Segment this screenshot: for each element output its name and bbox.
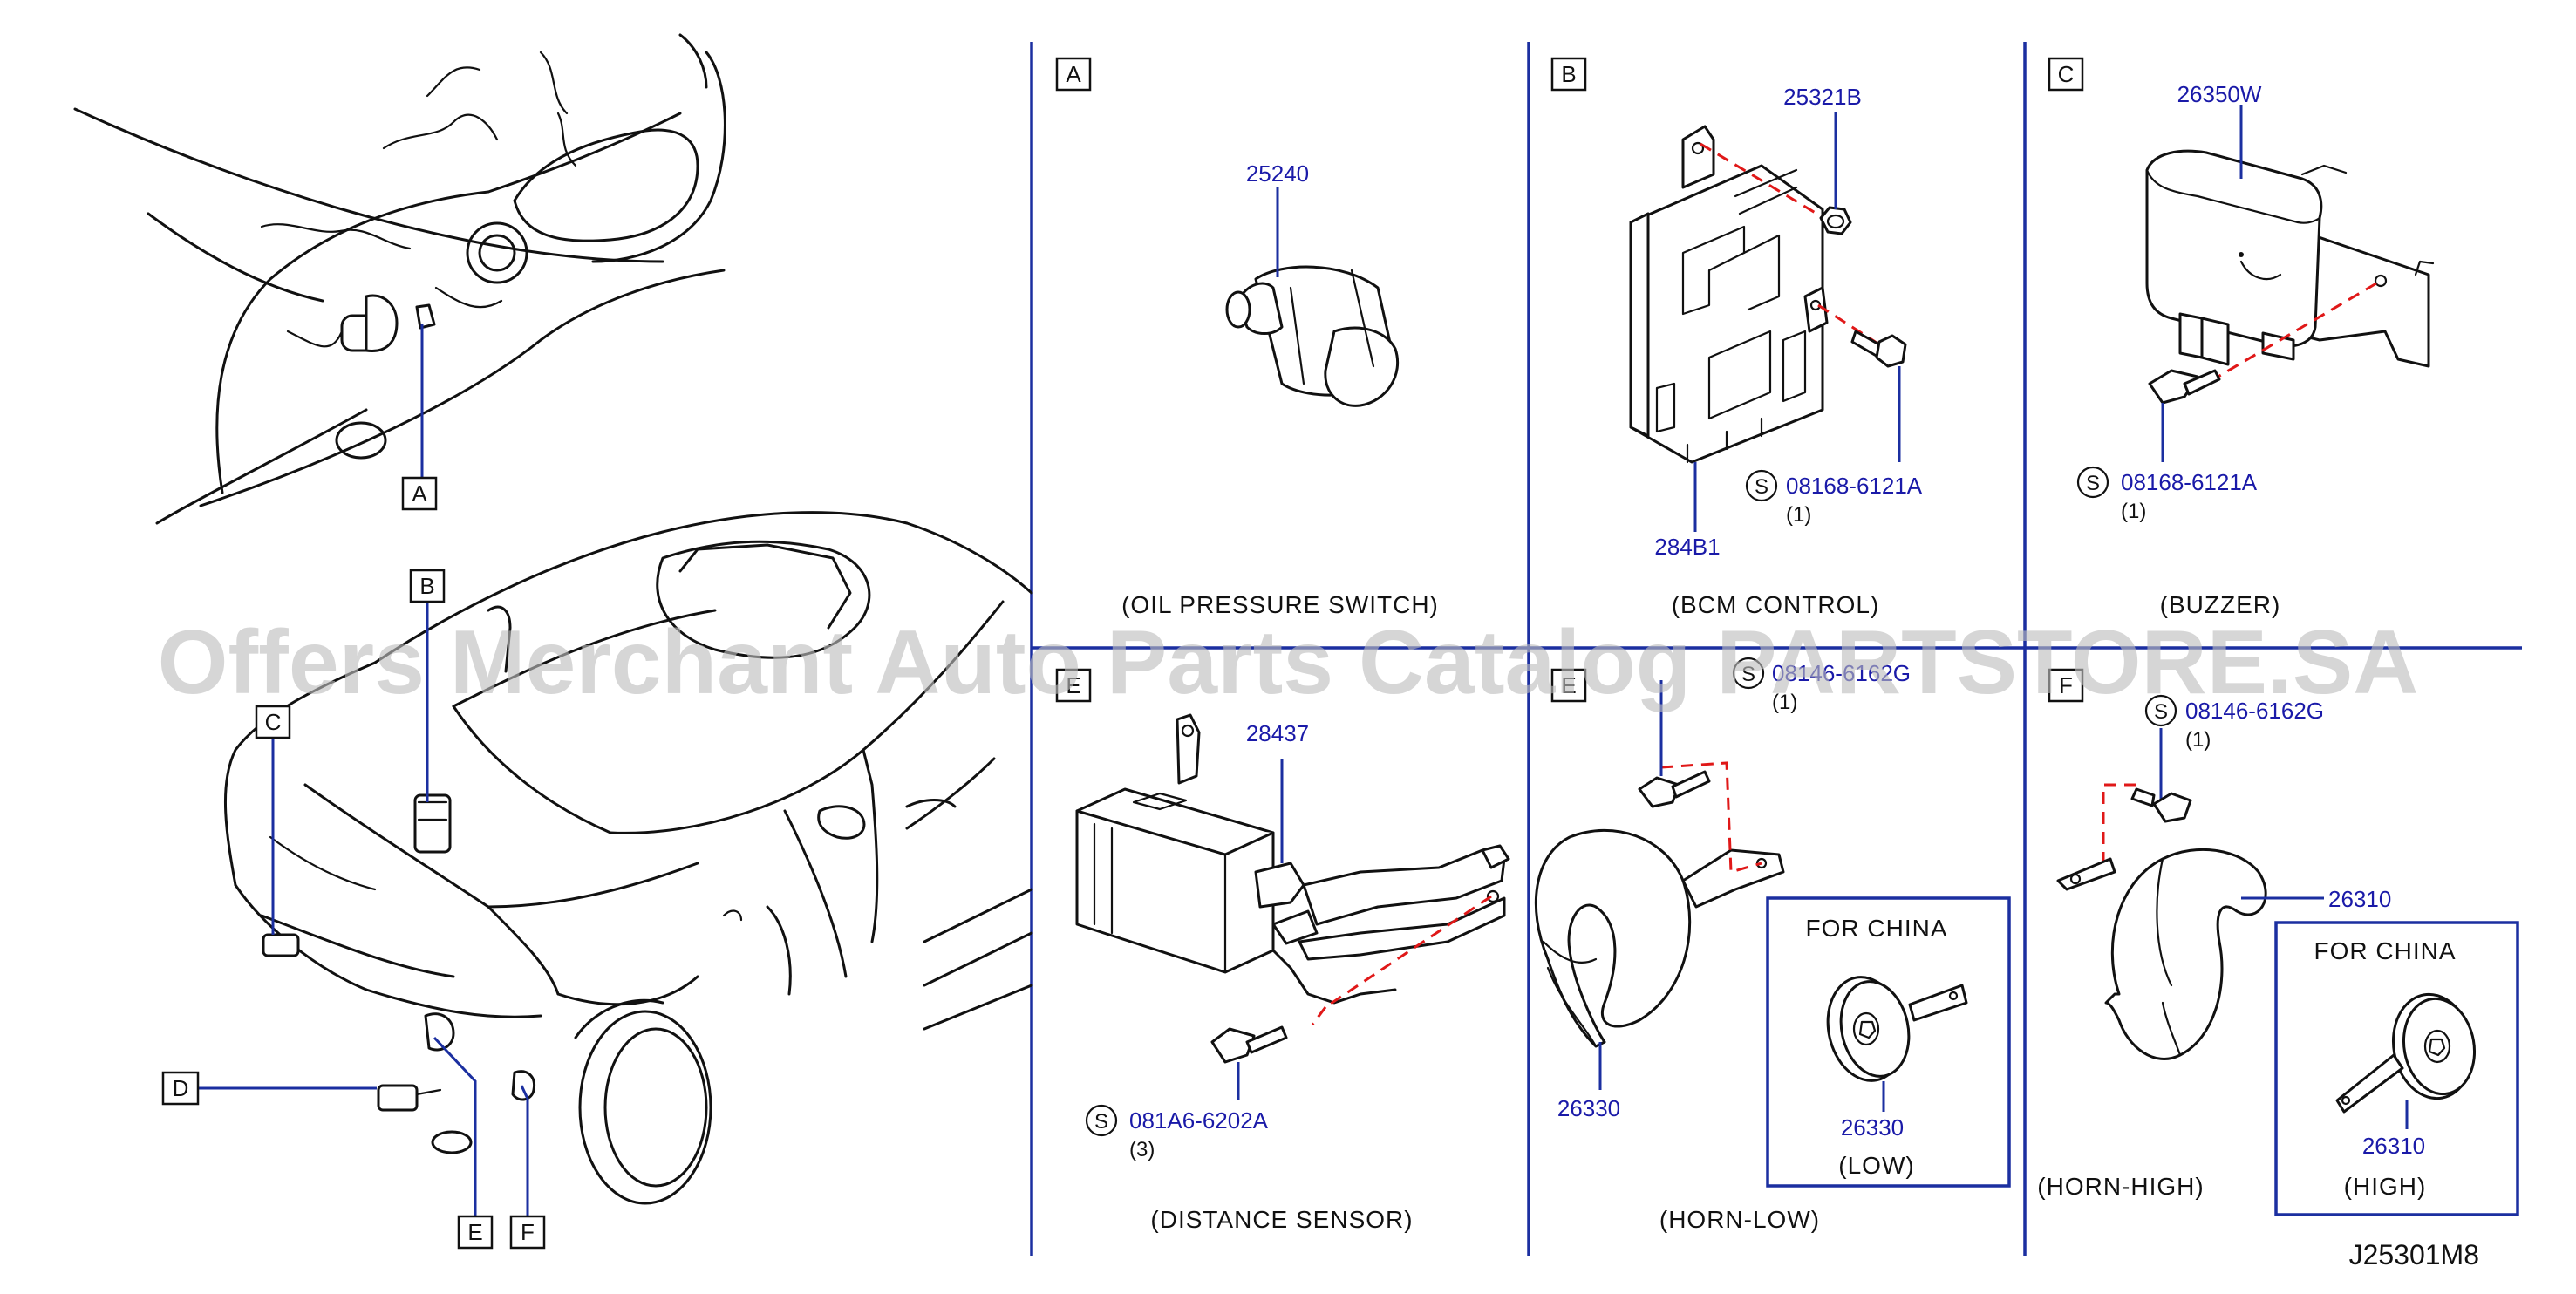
- part-number-26350w: 26350W: [2177, 81, 2262, 107]
- bolt-08146-6162g: [2130, 787, 2192, 823]
- part-number-25321b: 25321B: [1783, 84, 1862, 110]
- part-number-08146-6162g: 08146-6162G: [2185, 698, 2324, 724]
- bolt-quantity: (1): [1786, 503, 1811, 527]
- locator-box-b: B: [409, 569, 446, 603]
- inset-caption: (HIGH): [2344, 1173, 2427, 1200]
- distance-sensor-drawing: [1075, 713, 1510, 1005]
- bolt-081a6-6202a: [1210, 1025, 1288, 1064]
- part-number-08168-6121a: 08168-6121A: [1786, 473, 1923, 499]
- china-inset-high: FOR CHINA 26310 (HIGH): [2274, 921, 2519, 1216]
- panel-letter: E: [1066, 672, 1080, 698]
- china-inset-low: FOR CHINA 26330 (LOW): [1766, 896, 2011, 1188]
- locator-box-a: A: [401, 476, 438, 511]
- panel-letter: C: [2058, 61, 2075, 87]
- part-number-25240: 25240: [1246, 160, 1309, 187]
- locator-leaders: [199, 324, 529, 1216]
- bolt-08146-6162g: [1638, 770, 1711, 808]
- part-number-26330: 26330: [1841, 1114, 1904, 1141]
- panel-oil-pressure-switch: A 25240 (OIL PRESSURE SWITCH): [1055, 57, 1439, 618]
- nut-25321b: [1819, 206, 1852, 235]
- inset-caption: (LOW): [1838, 1152, 1914, 1179]
- panel-caption: (HORN-LOW): [1659, 1206, 1820, 1233]
- bolt-quantity: (1): [2121, 500, 2146, 523]
- part-number-08146-6162g: 08146-6162G: [1772, 660, 1911, 686]
- locator-letter: E: [467, 1219, 482, 1245]
- panel-horn-low: E S 08146-6162G (1) 26330 FOR CHINA: [1534, 657, 2011, 1233]
- panel-letter: A: [1066, 61, 1081, 87]
- part-number-26310: 26310: [2328, 886, 2391, 912]
- part-number-26330: 26330: [1557, 1095, 1620, 1121]
- locator-letter: C: [265, 709, 282, 735]
- bolt-quantity: (1): [2185, 728, 2211, 752]
- horn-high-drawing: [2056, 848, 2267, 1060]
- watermark: Offers Merchant Auto Parts Catalog PARTS…: [158, 612, 2419, 713]
- locator-letter: B: [419, 573, 434, 599]
- locator-letter: D: [173, 1075, 189, 1101]
- bolt-08168-6121a: [1850, 330, 1907, 368]
- locator-box-f: F: [509, 1215, 546, 1250]
- locator-box-e: E: [457, 1215, 494, 1250]
- locator-letter: A: [412, 480, 427, 507]
- engine-bay-illustration: [73, 33, 726, 525]
- horn-low-drawing: [1534, 828, 1785, 1048]
- buzzer-drawing: [2145, 149, 2435, 368]
- diagram-reference: J25301M8: [2349, 1239, 2479, 1270]
- panel-caption: (DISTANCE SENSOR): [1150, 1206, 1413, 1233]
- bcm-module-drawing: [1629, 125, 1829, 464]
- panel-buzzer: C 26350W S 08168-6121A (1) (BUZZER): [2048, 57, 2435, 618]
- panel-caption: (OIL PRESSURE SWITCH): [1121, 591, 1439, 618]
- panel-caption: (BCM CONTROL): [1672, 591, 1880, 618]
- locator-box-d: D: [161, 1071, 200, 1106]
- oil-pressure-switch-drawing: [1225, 265, 1400, 407]
- standard-part-symbol: S: [1741, 663, 1755, 686]
- panel-letter: F: [2059, 672, 2073, 698]
- panel-distance-sensor: E 28437 S 081A6-6202A (3): [1055, 668, 1510, 1233]
- bolt-quantity: (1): [1772, 691, 1797, 714]
- part-number-284b1: 284B1: [1654, 534, 1720, 560]
- standard-part-symbol: S: [1755, 475, 1768, 499]
- locator-letter: F: [521, 1219, 535, 1245]
- panel-horn-high: F S 08146-6162G (1) 26310 FOR CHINA: [2037, 668, 2519, 1216]
- panel-caption: (HORN-HIGH): [2037, 1173, 2204, 1200]
- inset-label: FOR CHINA: [1806, 915, 1948, 942]
- panel-bcm-control: B 25321B 284B1: [1550, 57, 1923, 618]
- part-number-26310: 26310: [2362, 1133, 2425, 1159]
- standard-part-symbol: S: [2086, 472, 2100, 495]
- panel-dividers: [1030, 42, 2522, 1256]
- vehicle-illustration: [224, 511, 1033, 1205]
- part-number-081a6-6202a: 081A6-6202A: [1129, 1107, 1269, 1134]
- panel-letter: B: [1561, 61, 1576, 87]
- locator-box-c: C: [255, 705, 291, 739]
- inset-label: FOR CHINA: [2314, 937, 2457, 964]
- bolt-quantity: (3): [1129, 1138, 1155, 1161]
- part-number-08168-6121a: 08168-6121A: [2121, 469, 2258, 495]
- bolt-08168-6121a: [2148, 369, 2221, 405]
- panel-caption: (BUZZER): [2160, 591, 2281, 618]
- panel-letter: E: [1561, 672, 1576, 698]
- part-number-28437: 28437: [1246, 720, 1309, 746]
- standard-part-symbol: S: [1094, 1110, 1108, 1134]
- standard-part-symbol: S: [2154, 700, 2168, 724]
